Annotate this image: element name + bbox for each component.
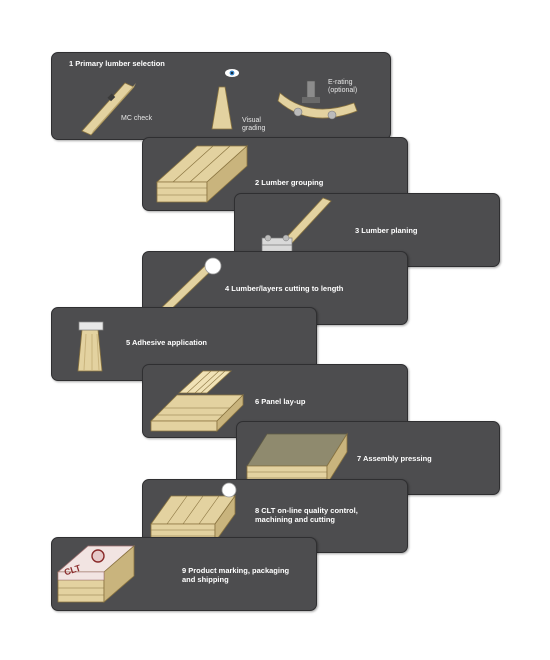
panel-layup-icon	[150, 370, 244, 432]
step-6-illustration	[150, 370, 244, 432]
glue-nozzle-icon	[78, 321, 104, 331]
lumber-group-icon	[155, 145, 249, 203]
e-rating-label: E-rating (optional)	[328, 79, 358, 94]
visual-grading-label: Visual grading	[242, 117, 266, 132]
step-9-panel: CLT 9 Product marking, packaging and shi…	[51, 537, 317, 611]
adhesive-board-icon	[77, 329, 103, 372]
shipping-package-icon	[56, 545, 136, 603]
step-1-panel: 1 Primary lumber selection MC check Visu…	[51, 52, 391, 140]
mc-check-label: MC check	[121, 115, 153, 122]
step-1-illustration	[81, 69, 358, 136]
pressed-panel-icon	[246, 432, 348, 486]
eye-icon	[225, 69, 239, 77]
stamp-seal-icon	[91, 549, 105, 563]
step-6-label: 6 Panel lay-up	[255, 397, 306, 406]
step-3-label: 3 Lumber planing	[355, 226, 418, 235]
planer-icon	[261, 234, 293, 253]
step-4-label: 4 Lumber/layers cutting to length	[225, 284, 344, 293]
inspection-circle-icon	[221, 482, 237, 498]
step-2-illustration	[155, 145, 249, 203]
step-2-label: 2 Lumber grouping	[255, 178, 324, 187]
step-8-label: 8 CLT on-line quality control, machining…	[255, 506, 358, 524]
saw-blade-icon	[204, 257, 222, 275]
step-5-illustration	[77, 321, 104, 372]
step-9-illustration	[56, 545, 136, 603]
step-7-label: 7 Assembly pressing	[357, 454, 432, 463]
mc-check-board-icon	[81, 82, 136, 136]
step-9-label: 9 Product marking, packaging and shippin…	[182, 566, 290, 584]
visual-grading-board-icon	[211, 86, 233, 130]
e-rating-machine-icon	[277, 80, 358, 120]
step-5-label: 5 Adhesive application	[126, 338, 207, 347]
step-1-label: 1 Primary lumber selection	[69, 59, 165, 68]
